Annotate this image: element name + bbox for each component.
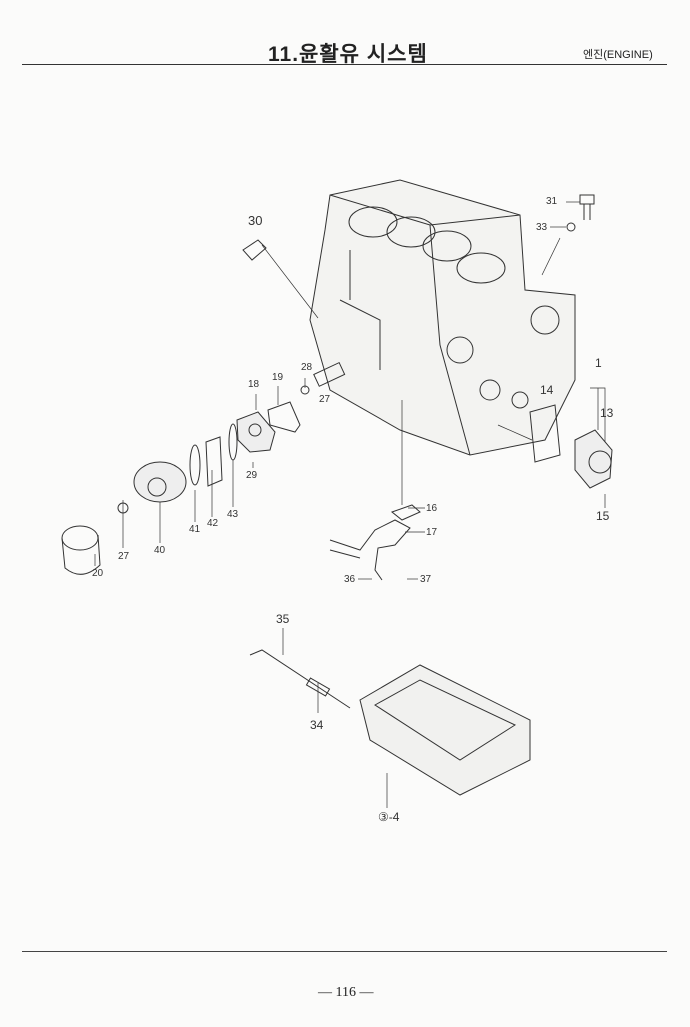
callout-15: 15 bbox=[596, 509, 610, 523]
pipe-27 bbox=[300, 361, 346, 395]
engine-block bbox=[309, 179, 576, 456]
callout-27-filter: 27 bbox=[118, 551, 130, 562]
callout-31: 31 bbox=[546, 196, 558, 207]
callout-43: 43 bbox=[227, 509, 239, 520]
oil-strainer bbox=[329, 504, 421, 581]
callout-14: 14 bbox=[540, 383, 554, 397]
callout-37: 37 bbox=[420, 574, 432, 585]
gasket-14 bbox=[529, 404, 561, 463]
callout-17: 17 bbox=[426, 527, 438, 538]
callout-1: 1 bbox=[595, 356, 602, 370]
gasket-19 bbox=[267, 401, 301, 433]
callout-27: 27 bbox=[319, 394, 331, 405]
callout-35: 35 bbox=[276, 612, 290, 626]
cover-18 bbox=[236, 411, 276, 453]
callout-18: 18 bbox=[248, 379, 260, 390]
oil-pressure-switch-30 bbox=[242, 239, 267, 261]
footer-divider bbox=[22, 951, 667, 952]
header-divider bbox=[22, 64, 667, 65]
page-title: 11.윤활유 시스템 bbox=[268, 43, 428, 66]
filter-head-40 bbox=[133, 461, 187, 503]
callout-36: 36 bbox=[344, 574, 356, 585]
callout-34: 34 bbox=[310, 718, 324, 732]
callout-20: 20 bbox=[92, 568, 104, 579]
callout-16: 16 bbox=[426, 503, 438, 514]
oil-pump bbox=[574, 429, 613, 489]
callout-29: 29 bbox=[246, 470, 258, 481]
callout-28: 28 bbox=[301, 362, 313, 373]
callout-3-4: ③-4 bbox=[378, 810, 400, 824]
callout-33: 33 bbox=[536, 222, 548, 233]
page-number: — 116 — bbox=[318, 985, 374, 1000]
oil-filter-20 bbox=[61, 525, 101, 575]
callout-30: 30 bbox=[248, 213, 263, 228]
callout-41: 41 bbox=[189, 524, 201, 535]
callout-13: 13 bbox=[600, 406, 614, 420]
oil-pan bbox=[359, 664, 531, 796]
callout-19: 19 bbox=[272, 372, 284, 383]
dipstick bbox=[249, 649, 351, 709]
bolt-31 bbox=[579, 194, 595, 220]
section-label: 엔진(ENGINE) bbox=[583, 49, 653, 61]
callout-42: 42 bbox=[207, 518, 219, 529]
callout-40: 40 bbox=[154, 545, 166, 556]
